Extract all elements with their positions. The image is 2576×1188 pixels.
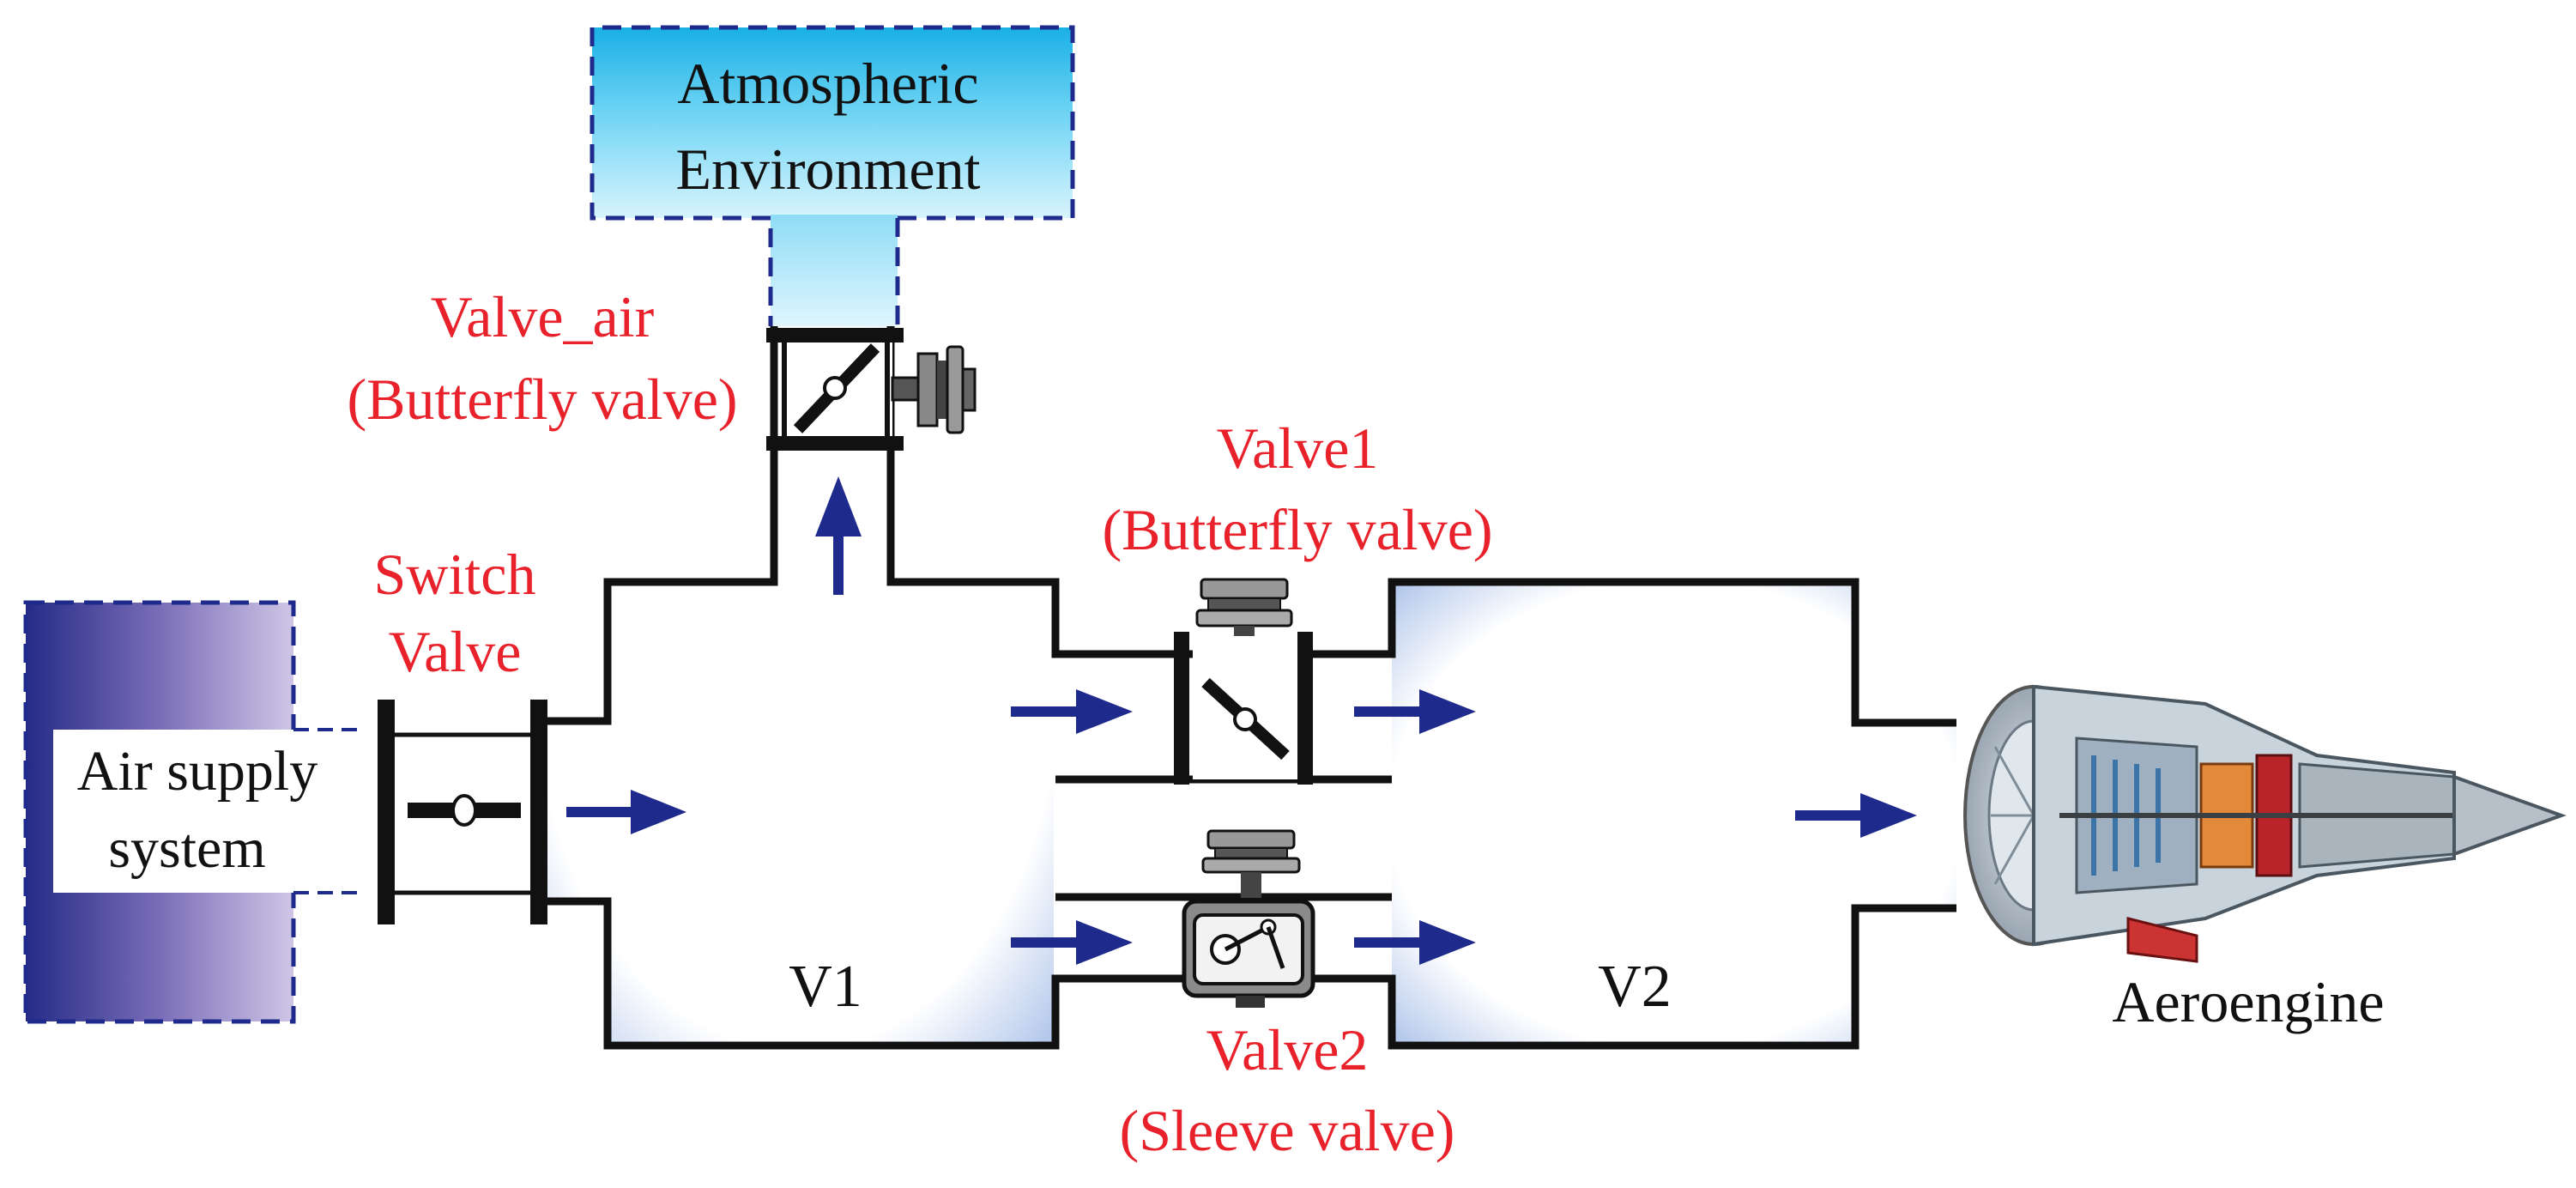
- flow-arrow-icon: [1011, 689, 1133, 734]
- valve1-label-line1: Valve1: [1217, 415, 1379, 481]
- atmospheric-environment: Atmospheric Environment: [590, 25, 1075, 326]
- valve2: Valve2 (Sleeve valve): [1120, 829, 1455, 1163]
- valve-air-label-line1: Valve_air: [431, 284, 655, 349]
- v1-label: V1: [789, 954, 862, 1020]
- chamber-v1: V1: [539, 326, 1193, 1050]
- flow-arrow-icon: [1795, 793, 1917, 838]
- air-supply-label-line2: system: [108, 817, 265, 880]
- flow-arrows: [566, 476, 1917, 965]
- actuator-icon: [1195, 578, 1293, 636]
- switch-valve-label-line2: Valve: [389, 619, 522, 684]
- valve2-label-line1: Valve2: [1206, 1017, 1369, 1082]
- valve1: Valve1 (Butterfly valve): [1102, 415, 1493, 785]
- valve1-label-line2: (Butterfly valve): [1102, 497, 1492, 562]
- flow-arrow-icon: [566, 790, 686, 834]
- flow-arrow-icon: [815, 476, 862, 595]
- flow-arrow-icon: [1354, 689, 1476, 734]
- flow-arrow-icon: [1354, 920, 1476, 965]
- aeroengine-label: Aeroengine: [2112, 969, 2384, 1034]
- actuator-icon: [1201, 829, 1301, 898]
- v2-label: V2: [1598, 954, 1672, 1020]
- air-supply-label-line1: Air supply: [77, 740, 318, 803]
- aeroengine-icon: Aeroengine: [1963, 684, 2567, 1034]
- valve-air-label-line2: (Butterfly valve): [347, 367, 737, 432]
- valve2-label-line2: (Sleeve valve): [1120, 1098, 1455, 1163]
- valve-air: Valve_air (Butterfly valve): [347, 284, 977, 451]
- chamber-v2: V2: [1297, 578, 1956, 1050]
- switch-valve: Switch Valve: [374, 542, 547, 924]
- sleeve-valve-icon: [1182, 899, 1315, 1008]
- atmospheric-label-line2: Environment: [675, 136, 980, 202]
- atmospheric-label-line1: Atmospheric: [677, 51, 978, 116]
- actuator-icon: [891, 345, 977, 434]
- switch-valve-label-line1: Switch: [374, 542, 536, 607]
- flow-arrow-icon: [1011, 920, 1133, 965]
- air-supply-system: Air supply system: [23, 600, 365, 1024]
